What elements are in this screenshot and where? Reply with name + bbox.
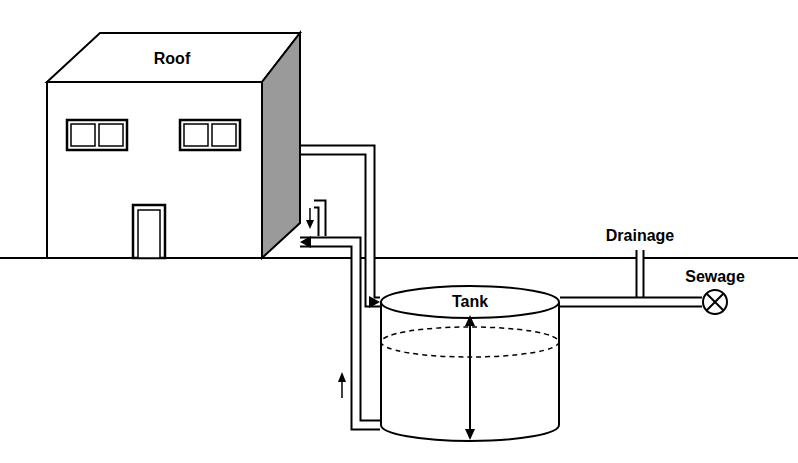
arrow-head xyxy=(300,236,311,248)
pipe-bore xyxy=(300,242,380,425)
pipe-wall xyxy=(300,242,380,425)
sewage-outline xyxy=(702,289,728,315)
sewage-node: Sewage xyxy=(702,289,728,315)
side-wall xyxy=(262,33,300,258)
sewage-label: Sewage xyxy=(685,268,745,286)
sewage-symbol xyxy=(703,290,727,314)
house-node: Roof xyxy=(47,33,300,258)
pipe-bore xyxy=(560,299,702,306)
pipe-connector xyxy=(560,302,702,303)
window xyxy=(180,120,240,150)
pipe-connector xyxy=(300,236,380,425)
window xyxy=(67,120,127,150)
door xyxy=(133,205,165,258)
flow-arrow xyxy=(306,208,314,229)
front-wall xyxy=(47,82,262,258)
pipe-wall xyxy=(300,150,380,302)
depth-arrow xyxy=(465,315,475,440)
pipe-connector xyxy=(300,150,380,308)
pipe-label: Drainage xyxy=(604,227,676,245)
arrow-head xyxy=(369,296,380,308)
roof-face xyxy=(47,33,300,82)
tank-top xyxy=(381,286,559,318)
tank-label: Tank xyxy=(452,293,488,311)
flow-arrow xyxy=(338,372,346,398)
pipe-bore xyxy=(300,150,380,302)
inlet-pipe xyxy=(314,204,322,238)
roof-label: Roof xyxy=(154,50,190,68)
pipe-wall xyxy=(560,297,702,308)
drainage-pipe xyxy=(640,250,641,304)
tank-node: Tank xyxy=(380,285,560,443)
tank-body xyxy=(381,302,559,441)
